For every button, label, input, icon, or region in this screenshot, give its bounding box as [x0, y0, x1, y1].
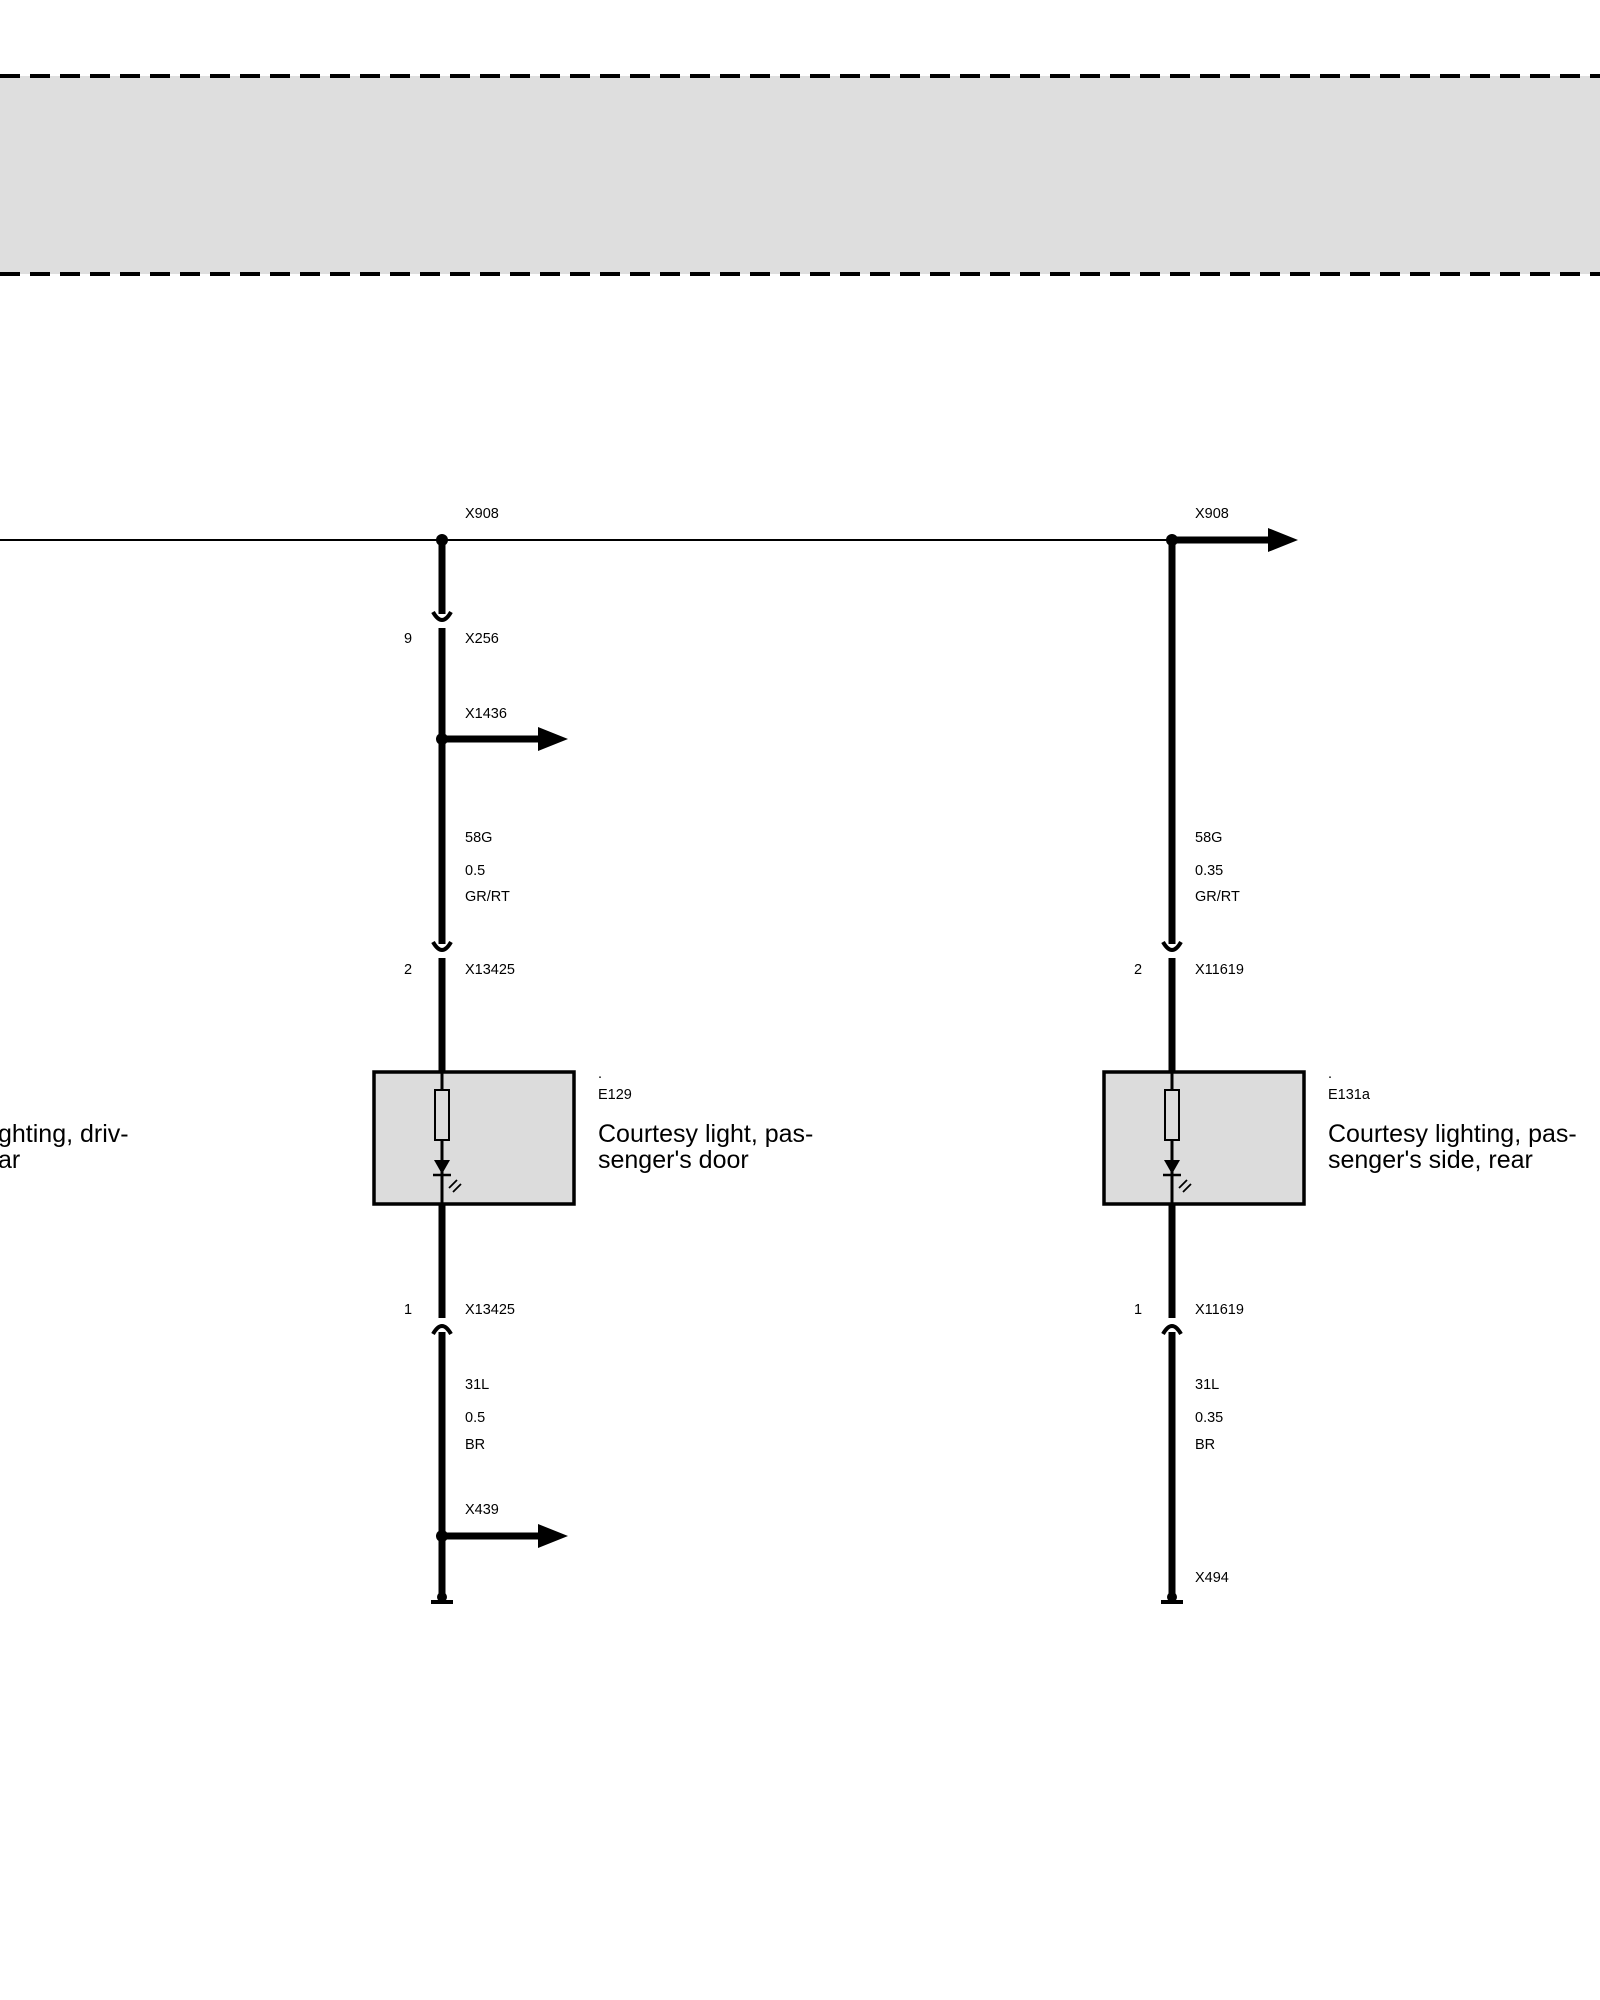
circuit-a-component-dot: .	[598, 1066, 602, 1082]
circuit-b-wire-upper-gauge: 0.35	[1195, 863, 1223, 879]
circuit-b-wire-lower-gauge: 0.35	[1195, 1410, 1223, 1426]
circuit-a-component-pin-bottom-symbol	[431, 1324, 453, 1336]
circuit-a-resistor-symbol	[434, 1089, 450, 1141]
module-panel	[0, 76, 1600, 274]
circuit-b-component-pin-top-name: X11619	[1195, 962, 1244, 978]
circuit-b-component-pin-top-symbol	[1161, 940, 1183, 952]
circuit-a-component-title-line2: senger's door	[598, 1146, 749, 1174]
circuit-a-component-pin-top-pin: 2	[404, 962, 412, 978]
circuit-b-component-pin-bottom-name: X11619	[1195, 1302, 1244, 1318]
circuit-a-connector-upper-name: X256	[465, 631, 499, 647]
circuit-a-connector-upper-symbol	[431, 610, 453, 622]
circuit-a-connector-upper-pin: 9	[404, 631, 412, 647]
circuit-b-splice-top-label: X908	[1195, 506, 1229, 522]
circuit-a-wire-lower-gauge: 0.5	[465, 1410, 485, 1426]
circuit-a-led-symbol	[434, 1160, 450, 1174]
circuit-b: X908 58G 0.35 GR/RT 2 X11619 . E131a Cou…	[1102, 506, 1577, 1604]
circuit-a-splice-mid-label: X1436	[465, 706, 507, 722]
left-component-title-line1: ghting, driv-	[0, 1120, 129, 1148]
circuit-b-component-dot: .	[1328, 1066, 1332, 1082]
circuit-a-splice-bottom-arrow	[538, 1524, 568, 1548]
circuit-a-wire-upper-signal: 58G	[465, 830, 492, 846]
circuit-a-component-box	[372, 1070, 576, 1206]
bus-continuation-arrow	[1268, 528, 1298, 552]
circuit-a: X908 9 X256 X1436 58G 0.5 GR/RT 2 X13425…	[372, 506, 813, 1604]
circuit-b-wire-lower-signal: 31L	[1195, 1377, 1219, 1393]
circuit-a-wire-lower-color: BR	[465, 1437, 485, 1453]
circuit-b-component-pin-top-pin: 2	[1134, 962, 1142, 978]
circuit-b-component-pin-bottom-pin: 1	[1134, 1302, 1142, 1318]
circuit-a-splice-bottom-label: X439	[465, 1502, 499, 1518]
circuit-b-led-ray1	[1178, 1179, 1188, 1189]
circuit-a-component-code: E129	[598, 1087, 632, 1103]
circuit-a-component-pin-bottom-pin: 1	[404, 1302, 412, 1318]
circuit-b-ground-label: X494	[1195, 1570, 1229, 1586]
circuit-a-component-pin-top-name: X13425	[465, 962, 515, 978]
circuit-b-ground-node	[1167, 1592, 1177, 1602]
circuit-b-component-pin-bottom-symbol	[1161, 1324, 1183, 1336]
circuit-a-component-pin-top-symbol	[431, 940, 453, 952]
circuit-a-led-ray2	[452, 1183, 462, 1193]
circuit-a-splice-top	[436, 534, 448, 546]
circuit-a-wire-lower-signal: 31L	[465, 1377, 489, 1393]
circuit-b-led-ray2	[1182, 1183, 1192, 1193]
circuit-a-led-ray1	[448, 1179, 458, 1189]
circuit-b-wire-upper-signal: 58G	[1195, 830, 1222, 846]
circuit-b-wire-lower-color: BR	[1195, 1437, 1215, 1453]
circuit-b-component-title-line2: senger's side, rear	[1328, 1146, 1533, 1174]
circuit-b-splice-top	[1166, 534, 1178, 546]
circuit-a-wire-upper-gauge: 0.5	[465, 863, 485, 879]
left-component-title-line2: ar	[0, 1146, 20, 1174]
circuit-a-component-title-line1: Courtesy light, pas-	[598, 1120, 813, 1148]
circuit-a-component-pin-bottom-name: X13425	[465, 1302, 515, 1318]
circuit-a-splice-top-label: X908	[465, 506, 499, 522]
circuit-b-resistor-symbol	[1164, 1089, 1180, 1141]
circuit-b-component-title-line1: Courtesy lighting, pas-	[1328, 1120, 1577, 1148]
circuit-a-wire-upper-color: GR/RT	[465, 889, 510, 905]
circuit-b-component-code: E131a	[1328, 1087, 1371, 1103]
circuit-b-led-symbol	[1164, 1160, 1180, 1174]
circuit-a-splice-mid-arrow	[538, 727, 568, 751]
circuit-b-component-box	[1102, 1070, 1306, 1206]
circuit-b-wire-upper-color: GR/RT	[1195, 889, 1240, 905]
circuit-a-ground-node	[437, 1592, 447, 1602]
